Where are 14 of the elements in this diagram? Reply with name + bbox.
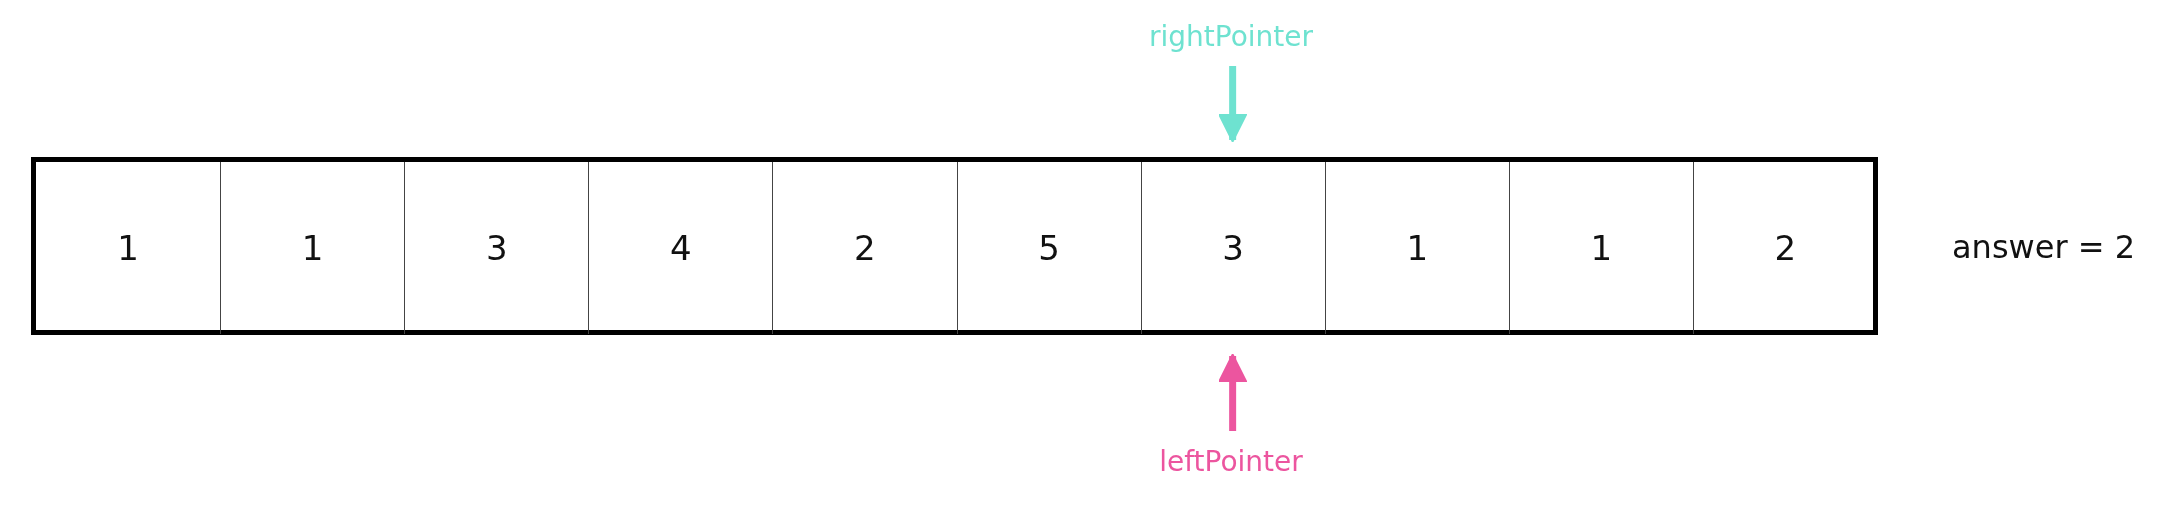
array-box [31,157,1878,335]
cell-value: 4 [670,228,692,268]
cell-value: 1 [117,228,139,268]
cell-value: 3 [1222,228,1244,268]
cell-value: 3 [485,228,508,268]
cell-value: 1 [1406,228,1429,268]
pointer-label: leftPointer [1159,444,1303,478]
cell-value: 2 [1774,228,1797,268]
cell-value: 1 [301,228,324,268]
cell-value: 5 [1038,228,1060,268]
cell-value: 1 [1590,228,1613,268]
cell-value: 2 [854,228,876,268]
pointer-label: rightPointer [1148,19,1314,53]
answer-text: answer = 2 [1952,228,2136,266]
